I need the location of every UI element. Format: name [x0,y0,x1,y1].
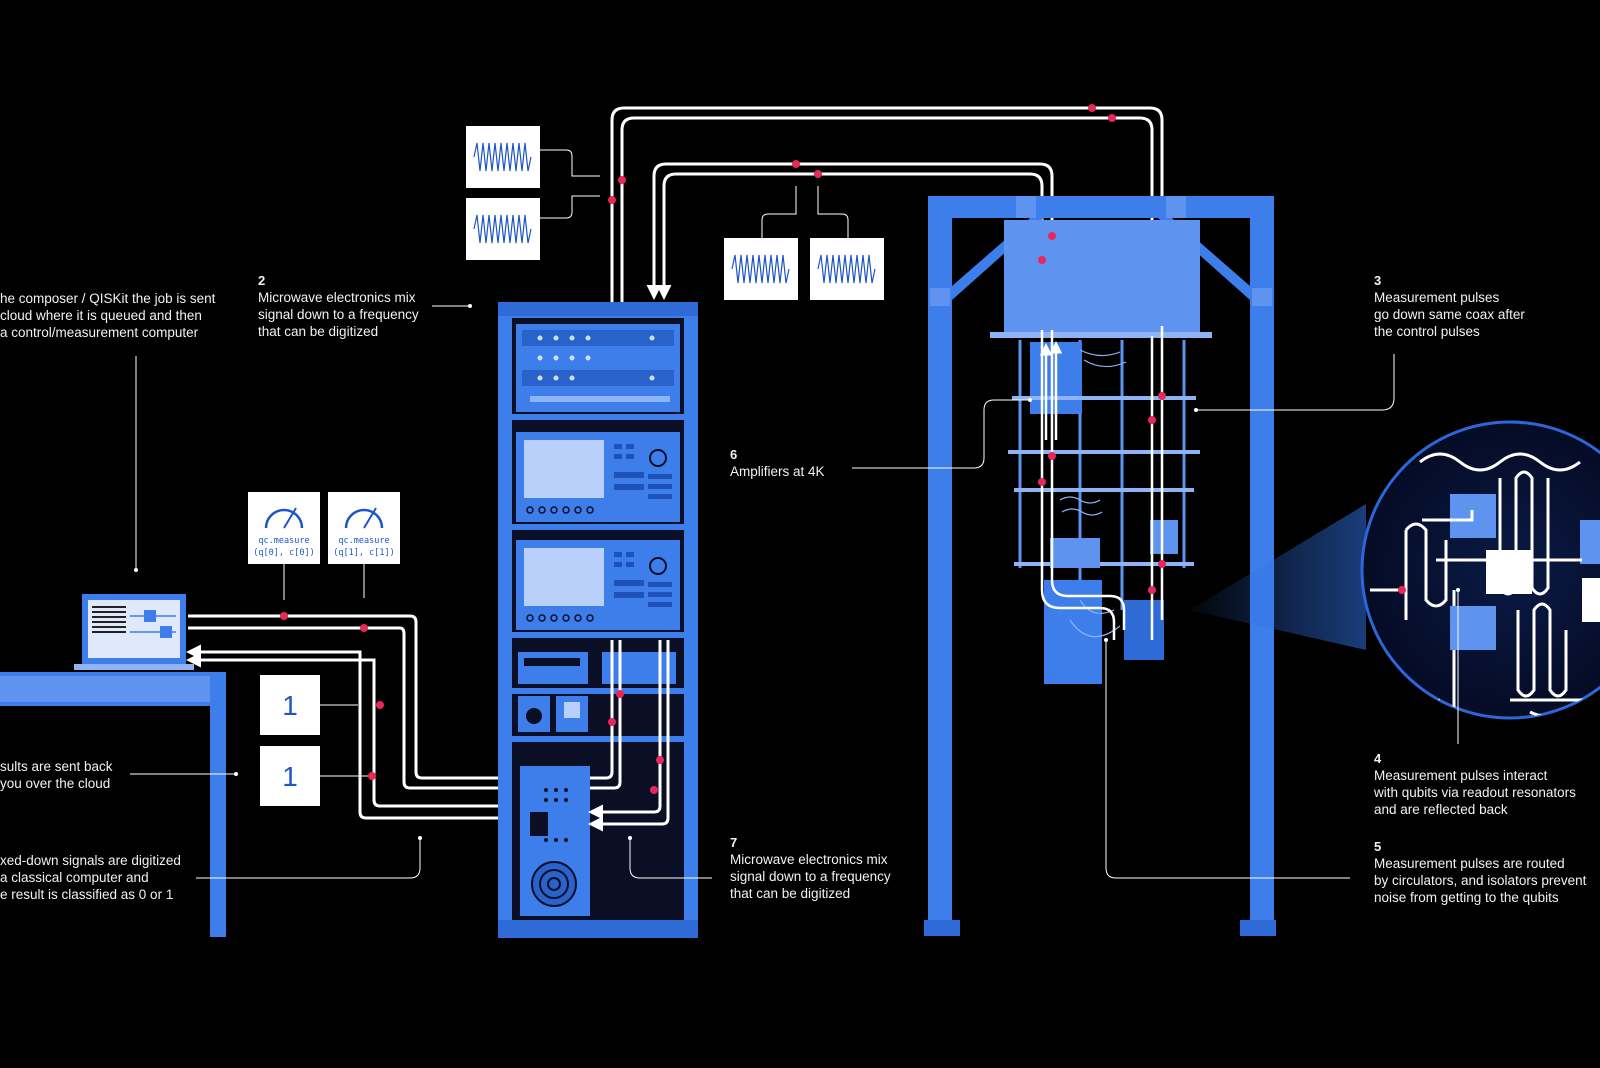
measure-code: qc.measure [338,536,389,546]
signal-lines-laptop-rack [186,614,514,820]
waveform-card-3 [810,238,884,300]
annotation-text: Amplifiers at 4K [730,464,825,479]
waveform-icon [473,214,532,244]
result-card-0: 1 [260,675,320,735]
step-number: 7 [730,835,738,850]
step-number: 3 [1374,273,1382,288]
annotation-text: Microwave electronics mix signal down to… [258,290,419,339]
annotation-submit-job: he composer / QISKit the job is sent clo… [0,290,215,341]
step-number: 4 [1374,751,1382,766]
annotation-step-7: 7 Microwave electronics mix signal down … [730,834,891,902]
annotation-text: Measurement pulses go down same coax aft… [1374,290,1525,339]
laptop [74,594,194,670]
annotation-step-6: 6 Amplifiers at 4K [730,446,825,480]
electronics-rack [498,302,698,938]
waveform-icon [731,254,790,284]
annotation-text: Measurement pulses interact with qubits … [1374,768,1576,817]
desk [0,672,226,937]
pulse-dots [280,104,1406,794]
result-card-1: 1 [260,746,320,806]
annotation-results-back: sults are sent back you over the cloud [0,758,113,792]
gauge-icon [344,508,384,529]
result-value: 1 [282,761,298,792]
annotation-step-2: 2 Microwave electronics mix signal down … [258,272,419,340]
coupler [1486,550,1532,594]
waveform-icon [473,142,532,172]
measure-card-0: qc.measure (q[0], c[0]) [248,492,320,564]
waveform-card-2 [724,238,798,300]
annotation-text: he composer / QISKit the job is sent clo… [0,291,216,340]
annotation-text: Measurement pulses are routed by circula… [1374,856,1587,905]
leader-lines [130,305,1459,879]
step-number: 6 [730,447,738,462]
step-number: 2 [258,273,266,288]
annotation-text: xed-down signals are digitized a classic… [0,853,181,902]
annotation-digitized: xed-down signals are digitized a classic… [0,852,181,903]
measure-args: (q[1], c[1]) [333,548,394,558]
annotation-step-4: 4 Measurement pulses interact with qubit… [1374,750,1576,818]
annotation-text: sults are sent back you over the cloud [0,759,113,791]
dilution-refrigerator [924,196,1276,936]
signal-lines-rack-internal [588,640,670,832]
step-number: 5 [1374,839,1382,854]
waveform-icon [817,254,876,284]
result-value: 1 [282,690,298,721]
measure-code: qc.measure [258,536,309,546]
annotation-step-3: 3 Measurement pulses go down same coax a… [1374,272,1525,340]
waveform-card-0 [466,126,540,188]
annotation-step-5: 5 Measurement pulses are routed by circu… [1374,838,1586,906]
measure-card-1: qc.measure (q[1], c[1]) [328,492,400,564]
gauge-icon [264,508,304,529]
qubit [1450,606,1496,650]
waveform-card-1 [466,198,540,260]
annotation-text: Microwave electronics mix signal down to… [730,852,891,901]
qubit-chip-zoom [1190,420,1600,720]
signal-lines-rack-fridge [610,106,1170,332]
measure-args: (q[0], c[0]) [253,548,314,558]
